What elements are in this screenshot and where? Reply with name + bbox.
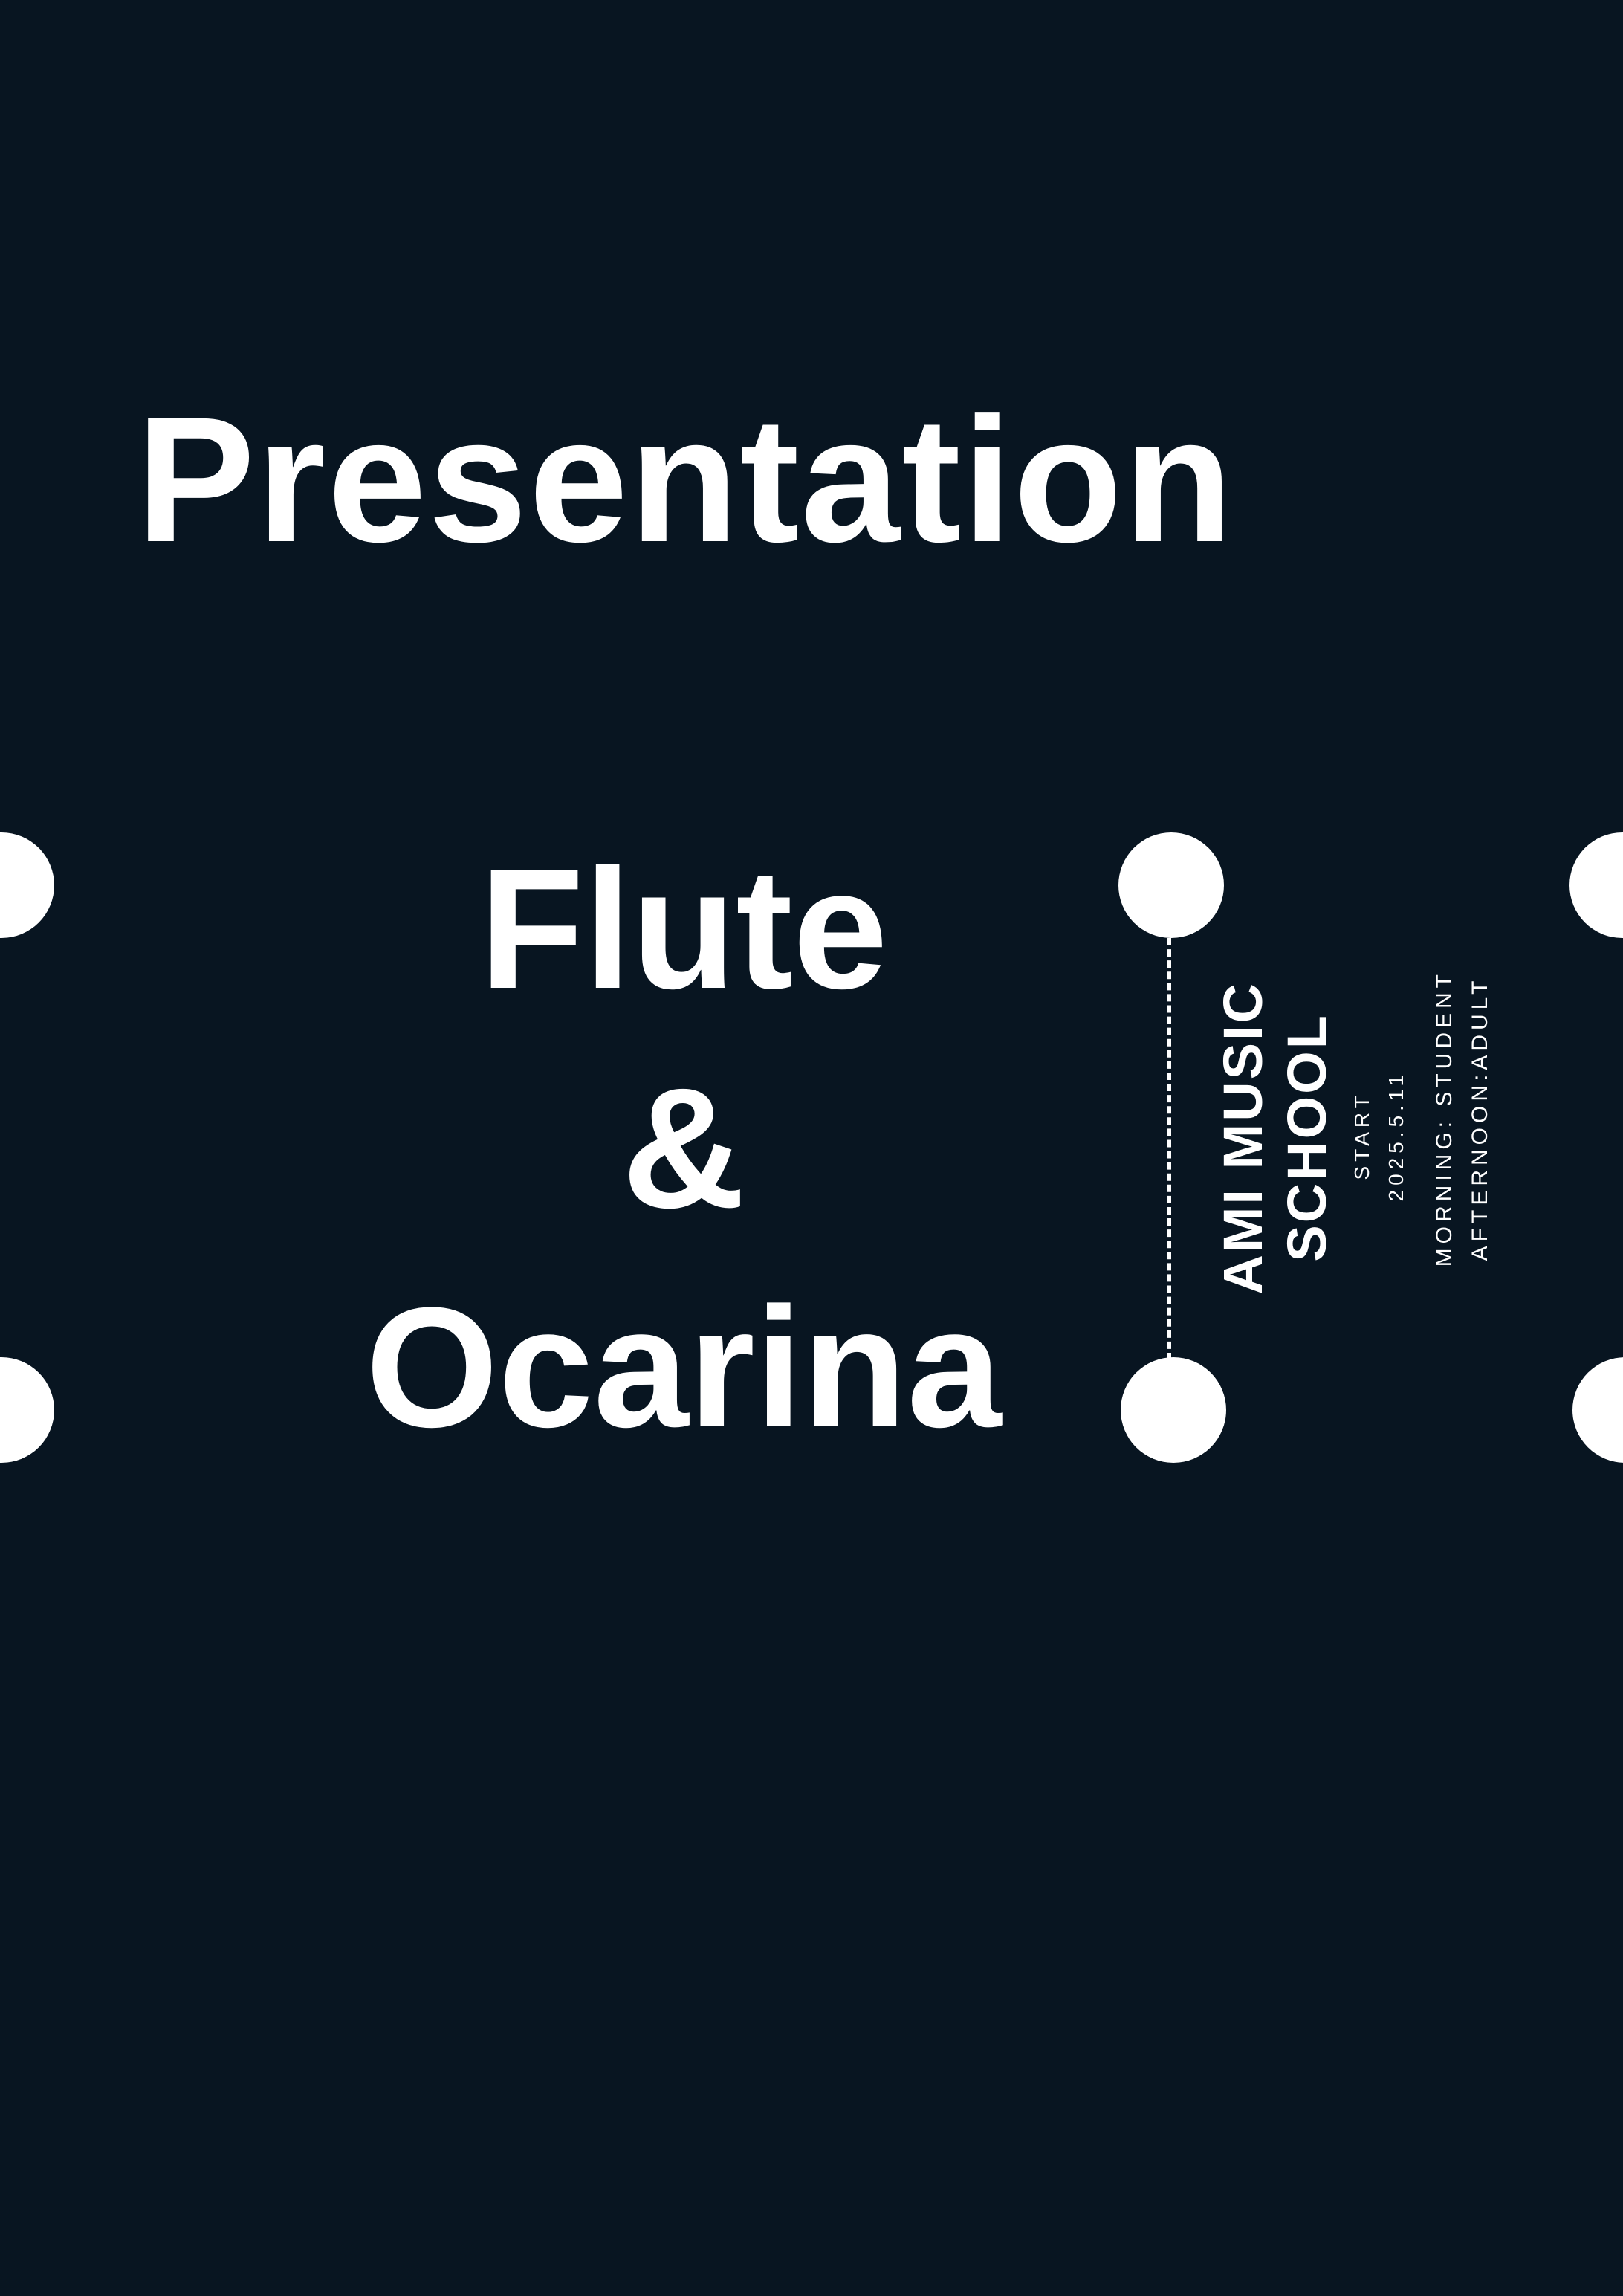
ampersand-text: & [621, 1052, 746, 1244]
right-top-circle [1569, 832, 1623, 938]
flute-text: Flute [479, 833, 888, 1024]
start-date-info: START 2025.5.11 [1350, 1070, 1407, 1202]
center-bottom-circle [1121, 1357, 1226, 1463]
ocarina-text: Ocarina [365, 1272, 1002, 1463]
right-bottom-circle [1572, 1357, 1623, 1463]
school-name: AMI MUSIC SCHOOL [1212, 981, 1338, 1295]
left-bottom-circle [0, 1357, 54, 1463]
presentation-title: Presentation [136, 380, 1234, 579]
schedule-info: MORNING: STUDENT AFTERNOON:ADULT [1432, 970, 1492, 1267]
center-top-circle [1118, 832, 1224, 938]
left-top-circle [0, 832, 54, 938]
dashed-connector-line [1167, 938, 1171, 1360]
